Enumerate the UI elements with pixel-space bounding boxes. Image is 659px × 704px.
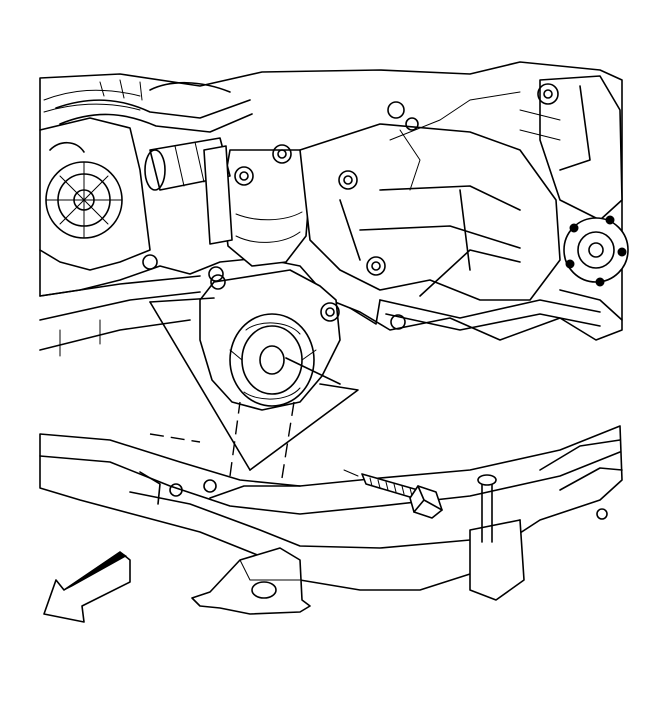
frame-crossmember bbox=[39, 425, 623, 615]
callout-lines bbox=[149, 297, 359, 479]
orientation-arrow bbox=[43, 551, 131, 623]
transmission-mount bbox=[199, 269, 341, 411]
mount-bolt bbox=[343, 469, 443, 519]
engine-transmission-assembly bbox=[39, 61, 629, 357]
